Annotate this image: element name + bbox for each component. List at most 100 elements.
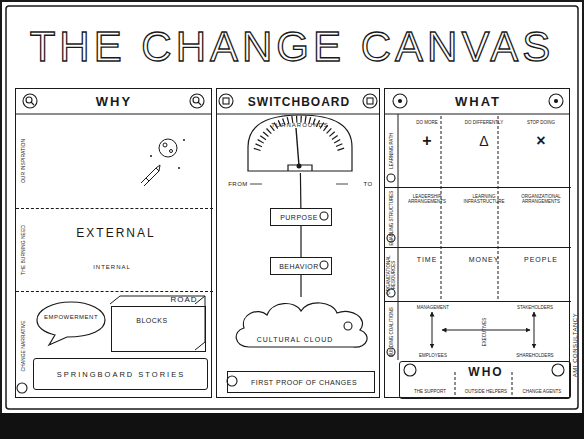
gauge-dial: TURNAROUNDS [244, 111, 356, 173]
who-box: WHOTHE SUPPORTOUTSIDE HELPERSCHANGE AGEN… [399, 361, 571, 399]
connector-line [300, 226, 301, 257]
icon-circle [549, 94, 563, 108]
moon-crater [170, 150, 173, 153]
coalition-arrow [534, 312, 535, 348]
node-text: BLOCKS [136, 317, 167, 324]
node-heading: ORGANIZATIONAL RESOURCES [387, 249, 396, 301]
bottom-bar [0, 413, 584, 439]
icon-circle [320, 212, 328, 220]
node-text: CHANGE AGENTS [516, 390, 568, 395]
node-heading: ROAD [170, 296, 197, 304]
learning-row: LEARNING PATH DO MORE + DO DIFFERENTLY Δ STOP… [385, 115, 571, 187]
purpose-box: PURPOSE [270, 208, 332, 226]
icon-circle [227, 376, 237, 386]
gauge-ticks [257, 119, 341, 150]
dial-label: FROM [228, 181, 248, 187]
switchboard-panel: SWITCHBOARDTURNAROUNDSPURPOSEBEHAVIORCUL… [216, 88, 380, 398]
culture-cloud-path [236, 303, 367, 347]
node-text: + [422, 133, 431, 150]
node-text: STOP DOING [514, 121, 568, 126]
node-heading: CHANGE NARRATIVE [21, 296, 26, 396]
gauge-dial-outline [244, 111, 356, 173]
node-text: PEOPLE [524, 256, 558, 263]
moon [159, 139, 177, 157]
node-text: DO DIFFERENTLY [457, 121, 511, 126]
node-heading: ENABLING STRUCTURES [390, 189, 395, 247]
node-heading: WHAT [455, 95, 501, 109]
narrative-band: CHANGE NARRATIVEEMPOWERMENTROADBLOCKSSPR… [16, 291, 213, 399]
header-icons [17, 94, 564, 393]
burning-need-band: THE BURNING NEED EXTERNAL INTERNAL [16, 208, 213, 291]
magnifier-icon [198, 102, 201, 105]
gauge-dial-path [248, 115, 352, 171]
node-text: LEARNING INFRASTRUCTURE [457, 195, 511, 204]
speech-bubble-outline [35, 300, 107, 346]
magnifier-icon [31, 102, 34, 105]
icon-circle [387, 174, 395, 182]
node-heading: OUR INSPIRATION [21, 117, 26, 205]
stars [150, 139, 185, 169]
canvas-frame [6, 6, 578, 409]
column-divider [455, 372, 456, 396]
node-text: INTERNAL [93, 264, 131, 270]
box-depth-lines [110, 296, 205, 350]
switch-icon [367, 98, 373, 104]
rocket-trail [141, 165, 160, 186]
icon-circle [190, 94, 204, 108]
icon-circle [219, 94, 233, 108]
coalition-arrow [432, 312, 433, 348]
header-rule [384, 113, 570, 114]
column-dividers [441, 116, 512, 396]
column-divider [498, 116, 499, 299]
resources-row: ORGANIZATIONAL RESOURCES TIME MONEY PEOPLE [385, 247, 571, 301]
coalitions-row: BUILDING COALITIONSMANAGEMENTEXECUTIVESS… [385, 301, 571, 361]
icon-circle [363, 94, 377, 108]
node-text: × [536, 133, 545, 150]
header-rule [15, 113, 212, 114]
road-block-box: ROADBLOCKS [111, 306, 206, 352]
dot-icon [555, 100, 558, 103]
switch-icon [223, 98, 229, 104]
node-heading: LEARNING PATH [390, 116, 395, 186]
what-panel: WHAT LEARNING PATH DO MORE + DO DIFFERENTLY Δ… [384, 88, 570, 398]
from-tick [250, 184, 262, 185]
node-heading: WHY [96, 95, 132, 109]
behavior-box: BEHAVIOR [270, 257, 332, 275]
node-heading: SPRINGBOARD STORIES [57, 371, 185, 379]
node-heading: TURNAROUNDS [271, 122, 329, 128]
speech-bubble-path [37, 302, 105, 345]
node-heading: THE BURNING NEED [21, 211, 26, 289]
icon-circle [552, 364, 564, 376]
node-text: MONEY [469, 256, 500, 263]
node-heading: CULTURAL CLOUD [257, 336, 334, 343]
gauge-needle [296, 128, 299, 166]
icon-circle [320, 261, 328, 269]
node-text: ORGANIZATIONAL ARRANGEMENTS [514, 195, 568, 204]
node-text: EXTERNAL [76, 227, 155, 240]
inspiration-band: OUR INSPIRATION [16, 115, 213, 208]
node-heading: EMPOWERMENT [44, 314, 98, 320]
node-text: TIME [417, 256, 438, 263]
side-strip-line [398, 114, 399, 360]
springboard-box: SPRINGBOARD STORIES [33, 358, 208, 390]
column-divider [512, 372, 513, 396]
icon-circle [404, 364, 416, 376]
road-block-sketch [110, 296, 205, 350]
node-text: Δ [479, 134, 488, 149]
first-proof-box: FIRST PROOF OF CHANGES [227, 371, 375, 393]
gauge-pivot [297, 164, 302, 169]
speech-bubble: EMPOWERMENT [35, 300, 107, 346]
dot-icon [399, 100, 402, 103]
why-panel: WHY OUR INSPIRATION THE BURNING NEED EXTERN… [15, 88, 212, 398]
node-text: DO MORE [400, 121, 454, 126]
node-text: STAKEHOLDERS [517, 306, 553, 311]
rocket [146, 168, 159, 181]
node-heading: BUILDING COALITIONS [390, 303, 395, 361]
node-text: OUTSIDE HELPERS [460, 390, 512, 395]
node-heading: PURPOSE [280, 214, 318, 221]
node-text: SHAREHOLDERS [516, 354, 553, 359]
node-text: EXECUTIVES [483, 318, 488, 347]
